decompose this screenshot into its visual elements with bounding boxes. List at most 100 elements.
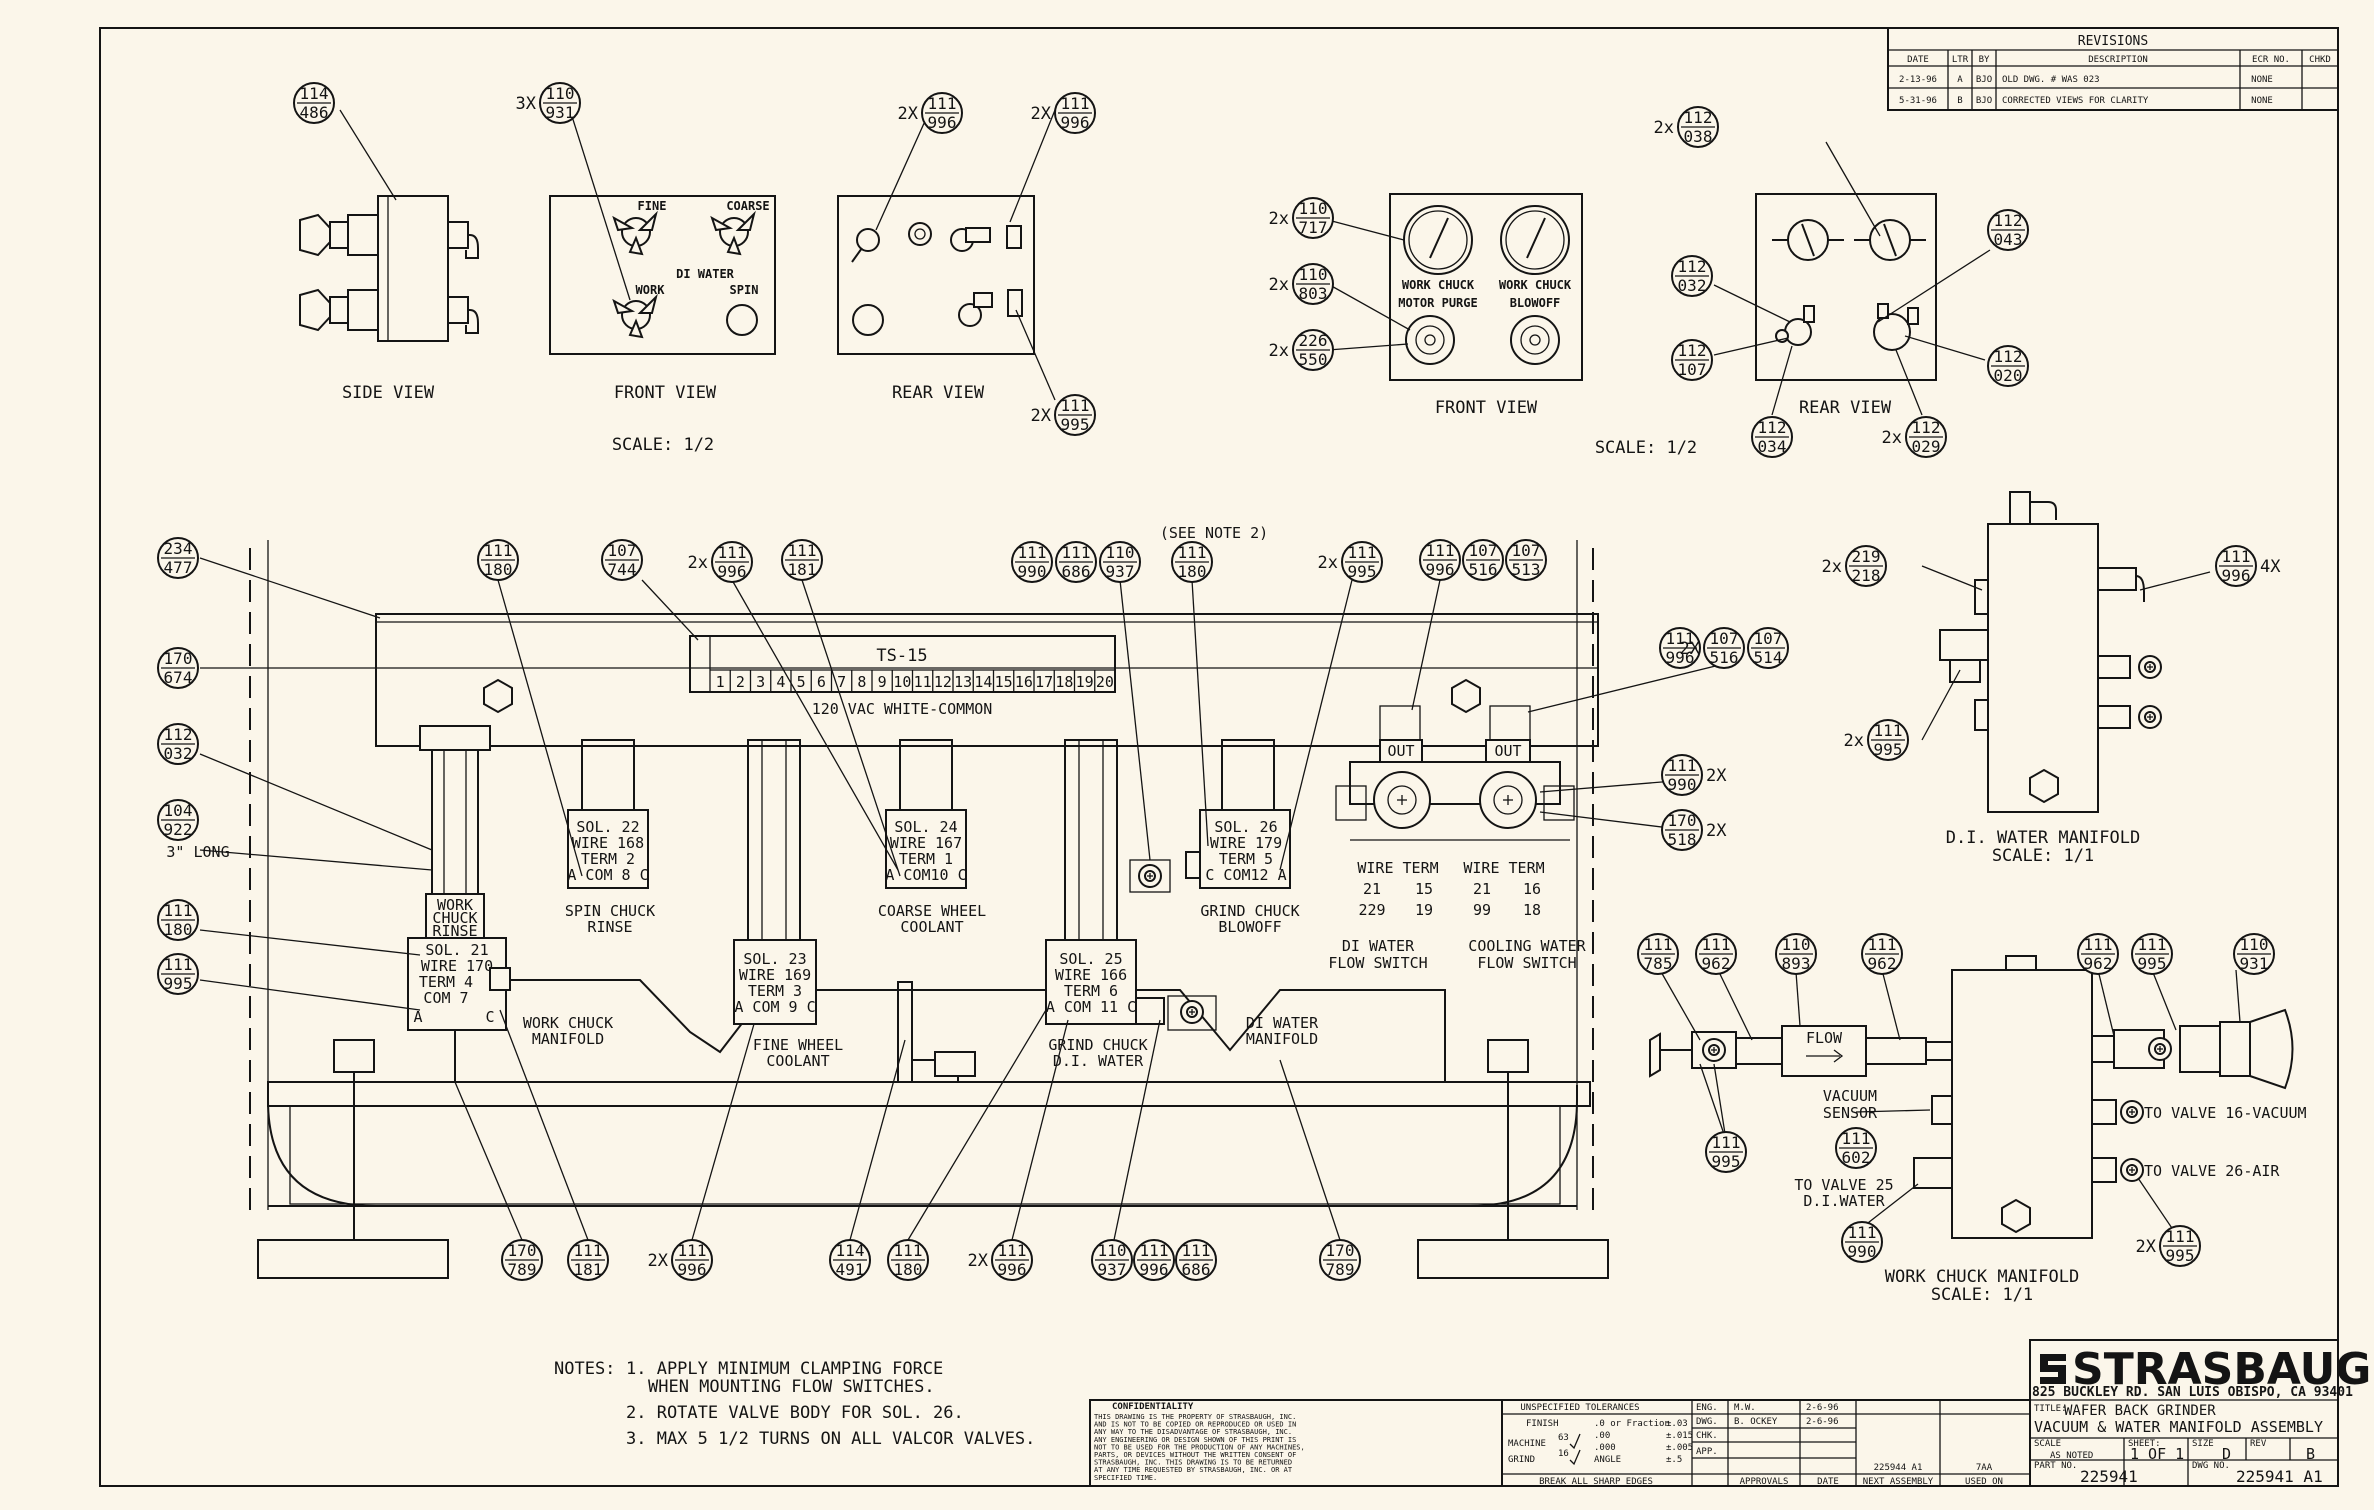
balloon-part-prefix: 104 (164, 801, 193, 820)
side-view: SIDE VIEW (299, 109, 479, 403)
balloon-part-suffix: 717 (1299, 218, 1328, 237)
rev-value: B (2306, 1445, 2315, 1463)
terminal-number: 11 (914, 673, 932, 691)
balloon-part-suffix: 990 (1668, 775, 1697, 794)
tol-row: .000 (1594, 1443, 1616, 1453)
balloon-part-suffix: 514 (1754, 648, 1783, 667)
balloon-part-prefix: 111 (894, 1241, 923, 1260)
fine-wheel-label: FINE WHEEL (753, 1036, 843, 1054)
balloon-quantity: 2X (968, 1251, 989, 1271)
balloon-quantity: 2x (1822, 557, 1842, 577)
wire-term-cell: 99 (1473, 901, 1491, 919)
note-line: 3. MAX 5 1/2 TURNS ON ALL VALCOR VALVES. (626, 1429, 1035, 1449)
confidentiality-line: ANY WAY TO THE DISADVANTAGE OF STRASBAUG… (1094, 1428, 1292, 1436)
balloon-quantity: 3X (516, 94, 537, 114)
balloon-part-prefix: 110 (1299, 265, 1328, 284)
balloon-part-suffix: 789 (1326, 1260, 1355, 1279)
to-valve-25-label: TO VALVE 25 (1794, 1176, 1893, 1194)
cool-flow-switch-label: COOLING WATER (1468, 937, 1586, 955)
balloon-part-suffix: 516 (1469, 560, 1498, 579)
balloon-quantity: 2x (1269, 209, 1289, 229)
fine-wheel-label: COOLANT (766, 1052, 829, 1070)
balloon-part-prefix: 111 (1666, 629, 1695, 648)
balloon-part-suffix: 803 (1299, 284, 1328, 303)
balloon-part-suffix: 107 (1678, 360, 1707, 379)
confidentiality-line: AND IS NOT TO BE COPIED OR REPRODUCED OR… (1094, 1421, 1296, 1429)
sol26-line: SOL. 26 (1214, 818, 1277, 836)
wire-term-header: WIRE TERM (1357, 859, 1438, 877)
balloon-part-suffix: 995 (1712, 1152, 1741, 1171)
unspecified-tolerances: UNSPECIFIED TOLERANCES (1520, 1403, 1639, 1413)
side-view-label: SIDE VIEW (342, 383, 435, 403)
terminal-number: 18 (1055, 673, 1073, 691)
rev-cell: NONE (2251, 96, 2273, 106)
out-label: OUT (1494, 742, 1521, 760)
rev-cell: A (1957, 75, 1963, 85)
rev-col-header: CHKD (2309, 55, 2331, 65)
tol-row: .0 or Fraction (1594, 1419, 1670, 1429)
rev-cell: 2-13-96 (1899, 75, 1937, 85)
balloon-quantity: 2X (648, 1251, 669, 1271)
sol25-line: TERM 6 (1064, 982, 1118, 1000)
balloon-part-suffix: 789 (508, 1260, 537, 1279)
grind-chuck-blowoff-label: BLOWOFF (1218, 918, 1281, 936)
di-water-manifold-label: DI WATER (1246, 1014, 1319, 1032)
balloon-part-prefix: 111 (1018, 543, 1047, 562)
balloon-part-prefix: 112 (1678, 257, 1707, 276)
balloon-part-prefix: 111 (1061, 396, 1090, 415)
rear-view-gauges: REAR VIEW (1713, 141, 1991, 418)
balloon-part-prefix: 111 (998, 1241, 1027, 1260)
balloon-part-prefix: 110 (1106, 543, 1135, 562)
balloon-part-prefix: 114 (300, 84, 329, 103)
balloon-part-suffix: 038 (1684, 127, 1713, 146)
rev-cell: CORRECTED VIEWS FOR CLARITY (2002, 96, 2149, 106)
coarse-wheel-label: COOLANT (900, 918, 963, 936)
rev-col-header: DESCRIPTION (2088, 55, 2148, 65)
balloon-part-prefix: 112 (1994, 347, 2023, 366)
balloon-part-prefix: 107 (1710, 629, 1739, 648)
confidentiality-line: ANY ENGINEERING OR DESIGN SHOWN OF THIS … (1094, 1436, 1296, 1444)
balloon-part-prefix: 111 (1178, 543, 1207, 562)
balloon-part-prefix: 111 (164, 901, 193, 920)
balloon-part-prefix: 111 (1061, 94, 1090, 113)
sol21-line: WIRE 170 (421, 957, 493, 975)
coarse-wheel-label: COARSE WHEEL (878, 902, 986, 920)
terminal-number: 15 (995, 673, 1013, 691)
used-on-value: 7AA (1976, 1463, 1993, 1473)
balloon-part-suffix: 996 (678, 1260, 707, 1279)
sol21-line: COM 7 (423, 989, 468, 1007)
out-label: OUT (1387, 742, 1414, 760)
to-valve-16-label: TO VALVE 16-VACUUM (2144, 1104, 2307, 1122)
di-flow-switch-label: FLOW SWITCH (1328, 954, 1427, 972)
balloon-part-suffix: 990 (1018, 562, 1047, 581)
balloon-part-prefix: 111 (1874, 721, 1903, 740)
front-view-spin: SPIN (730, 283, 759, 297)
sol24-line: TERM 1 (899, 850, 953, 868)
balloon-part-prefix: 110 (546, 84, 575, 103)
balloon-part-prefix: 219 (1852, 547, 1881, 566)
balloon-part-prefix: 170 (508, 1241, 537, 1260)
gauge-left-line2: MOTOR PURGE (1398, 296, 1477, 310)
balloon-quantity: 2X (2136, 1237, 2157, 1257)
balloon-part-suffix: 995 (1874, 740, 1903, 759)
balloon-part-prefix: 170 (1326, 1241, 1355, 1260)
wire-term-cell: 16 (1523, 880, 1541, 898)
balloon-part-suffix: 513 (1512, 560, 1541, 579)
next-assembly-value: 225944 A1 (1874, 1463, 1923, 1473)
tol-row: ANGLE (1594, 1455, 1621, 1465)
to-valve-25-label: D.I.WATER (1803, 1192, 1885, 1210)
balloon-part-prefix: 111 (928, 94, 957, 113)
work-chuck-manifold-label: MANIFOLD (532, 1030, 604, 1048)
